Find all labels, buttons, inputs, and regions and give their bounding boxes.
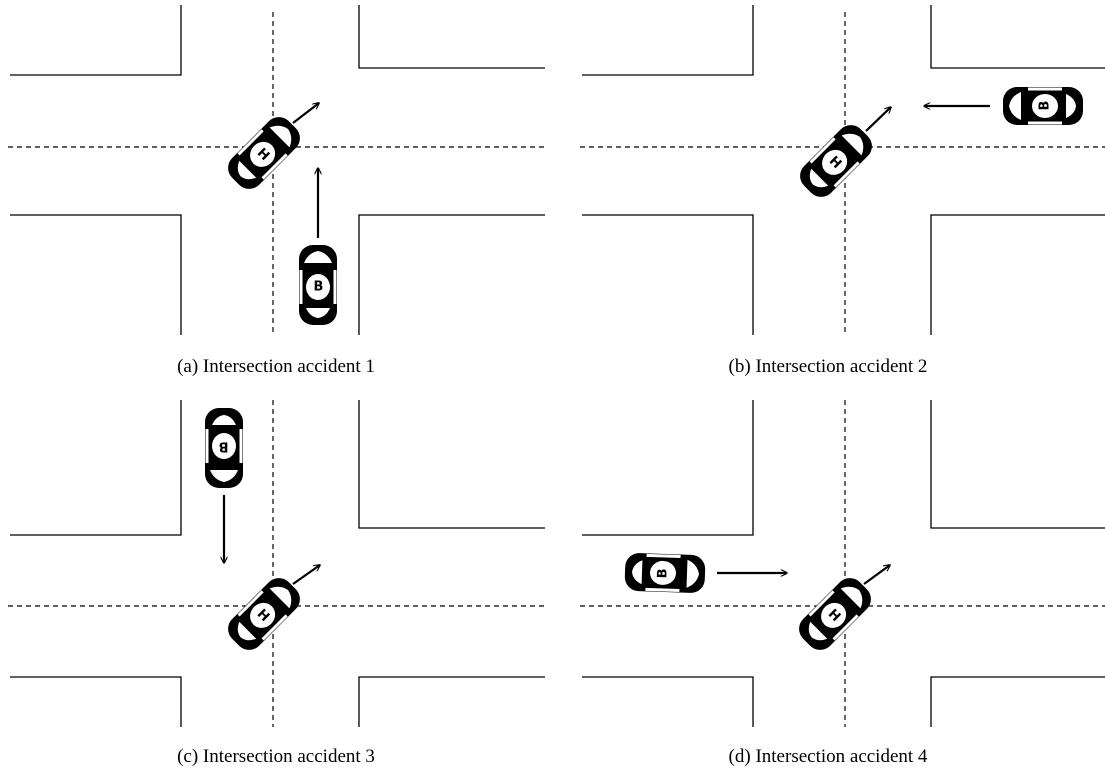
road-edges xyxy=(582,400,1105,727)
road-edges xyxy=(10,400,545,727)
host-car-h: H xyxy=(222,111,306,195)
host-direction-arrow xyxy=(863,565,890,585)
host-direction-arrow xyxy=(292,565,320,585)
panel-d: H B xyxy=(580,400,1105,727)
caption-c: (c) Intersection accident 3 xyxy=(177,746,375,767)
host-direction-arrow xyxy=(865,107,891,132)
other-car-b: B xyxy=(205,408,243,488)
other-car-label: B xyxy=(1038,101,1053,111)
other-car-label: B xyxy=(219,439,229,454)
road-edges xyxy=(10,5,545,335)
caption-d: (d) Intersection accident 4 xyxy=(728,746,928,767)
other-car-b: B xyxy=(299,245,337,325)
panel-c: H B xyxy=(8,400,545,727)
other-car-b: B xyxy=(624,552,706,594)
other-car-label: B xyxy=(314,280,324,295)
caption-a: (a) Intersection accident 1 xyxy=(177,356,375,377)
host-car-h: H xyxy=(793,572,877,656)
panel-a: H B xyxy=(8,5,545,335)
host-direction-arrow xyxy=(292,103,319,124)
lane-dividers xyxy=(8,12,545,335)
lane-dividers xyxy=(8,400,545,727)
other-car-label: B xyxy=(655,568,670,578)
panel-b: H B xyxy=(580,5,1105,335)
caption-b: (b) Intersection accident 2 xyxy=(728,356,928,377)
road-edges xyxy=(582,5,1105,335)
other-car-b: B xyxy=(1003,87,1083,125)
host-car-h: H xyxy=(794,119,878,203)
host-car-h: H xyxy=(222,572,306,656)
